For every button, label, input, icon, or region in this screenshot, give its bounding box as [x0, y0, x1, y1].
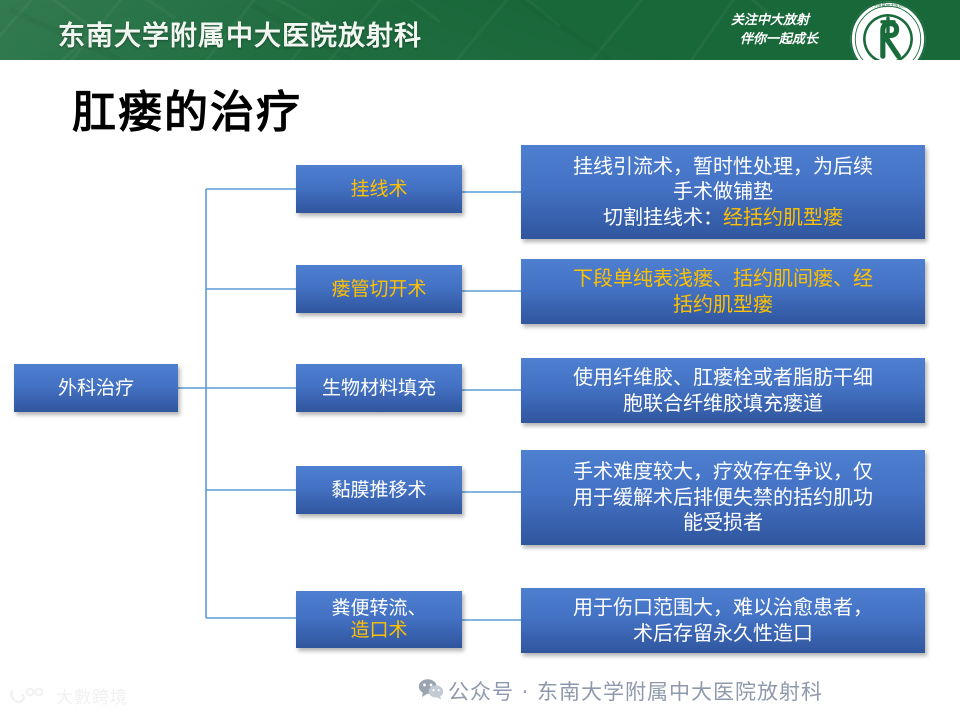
- node-method-1-label: 挂线术: [350, 177, 408, 200]
- footer-account-name: 公众号 · 东南大学附属中大医院放射科: [448, 680, 824, 704]
- node-method-4-label: 黏膜推移术: [331, 478, 427, 501]
- slogan-line-2: 伴你一起成长: [739, 32, 818, 47]
- node-method-2[interactable]: 瘘管切开术: [296, 265, 462, 313]
- header-slogan: 关注中大放射 伴你一起成长: [700, 11, 840, 49]
- node-detail-5-line1: 用于伤口范围大，难以治愈患者，: [573, 594, 873, 619]
- node-detail-2-line2: 括约肌型瘘: [673, 291, 773, 316]
- node-detail-5[interactable]: 用于伤口范围大，难以治愈患者， 术后存留永久性造口: [521, 588, 925, 653]
- node-method-2-label: 瘘管切开术: [331, 277, 427, 300]
- page-header: 东南大学附属中大医院放射科 关注中大放射 伴你一起成长 东南大学附属中大医院放射…: [0, 0, 960, 60]
- node-detail-3-line2: 胞联合纤维胶填充瘘道: [623, 390, 823, 415]
- page-footer: [0, 663, 960, 720]
- node-method-5-label-line1: 粪便转流、: [331, 596, 427, 619]
- organization-title: 东南大学附属中大医院放射科: [58, 21, 422, 52]
- node-detail-1[interactable]: 挂线引流术，暂时性处理，为后续 手术做铺垫 切割挂线术：经括约肌型瘘: [521, 145, 925, 239]
- wechat-icon: [418, 679, 444, 700]
- node-method-3-label: 生物材料填充: [321, 376, 436, 399]
- zhongda-radiology-logo-icon: 东南大学附属中大医院放射科 DEPARTMENT OF RADIOLOGY: [850, 1, 926, 60]
- node-detail-4-line3: 能受损者: [683, 510, 763, 535]
- node-detail-3[interactable]: 使用纤维胶、肛瘘栓或者脂肪干细 胞联合纤维胶填充瘘道: [521, 358, 925, 423]
- node-detail-1-line3-highlight: 经括约肌型瘘: [723, 204, 843, 229]
- node-detail-1-line2: 手术做铺垫: [673, 179, 773, 204]
- page-title: 肛瘘的治疗: [72, 87, 302, 138]
- node-detail-4[interactable]: 手术难度较大，疗效存在争议，仅 用于缓解术后排便失禁的括约肌功 能受损者: [521, 450, 925, 545]
- slogan-line-1: 关注中大放射: [730, 13, 809, 28]
- node-root-surgical-treatment[interactable]: 外科治疗: [14, 364, 178, 412]
- node-detail-2-line1: 下段单纯表浅瘘、括约肌间瘘、经: [573, 265, 873, 290]
- node-detail-5-line2: 术后存留永久性造口: [633, 620, 813, 645]
- node-detail-1-line3-prefix: 切割挂线术：: [603, 204, 723, 229]
- node-method-1[interactable]: 挂线术: [296, 165, 462, 213]
- node-detail-3-line1: 使用纤维胶、肛瘘栓或者脂肪干细: [573, 364, 873, 389]
- watermark-text: 大數跨境: [56, 688, 128, 708]
- watermark: 大數跨境: [8, 683, 128, 708]
- node-root-label: 外科治疗: [57, 376, 134, 399]
- node-detail-1-line1: 挂线引流术，暂时性处理，为后续: [573, 153, 873, 178]
- node-detail-4-line1: 手术难度较大，疗效存在争议，仅: [573, 459, 873, 484]
- node-method-5[interactable]: 粪便转流、 造口术: [296, 591, 462, 648]
- node-detail-2[interactable]: 下段单纯表浅瘘、括约肌间瘘、经 括约肌型瘘: [521, 259, 925, 324]
- node-detail-4-line2: 用于缓解术后排便失禁的括约肌功: [573, 484, 873, 509]
- dashukuajing-logo-icon: [10, 687, 44, 703]
- node-detail-1-line3: 切割挂线术：经括约肌型瘘: [603, 205, 843, 231]
- node-method-4[interactable]: 黏膜推移术: [296, 466, 462, 514]
- svg-text:东南大学附属中大医院放射科: 东南大学附属中大医院放射科: [860, 2, 917, 9]
- node-method-3[interactable]: 生物材料填充: [296, 364, 462, 412]
- node-method-5-label-line2: 造口术: [350, 618, 408, 641]
